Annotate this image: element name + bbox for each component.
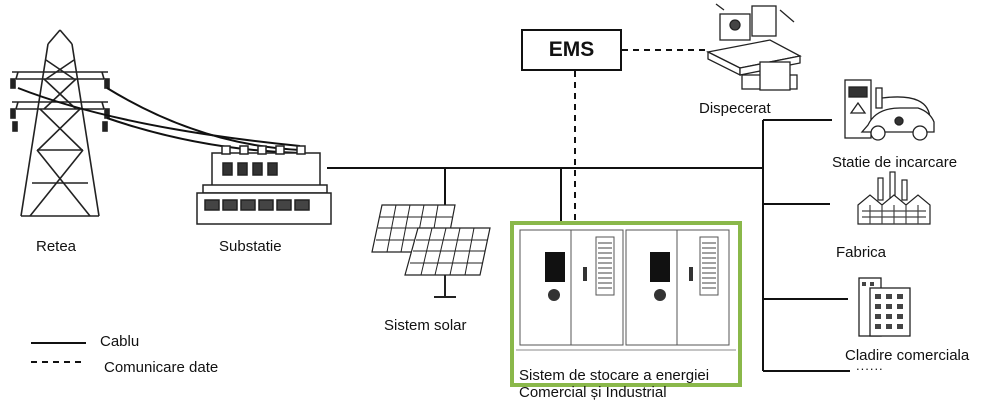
charging-station-icon bbox=[844, 79, 935, 141]
cable-lines bbox=[327, 119, 850, 372]
sistem-solar-label: Sistem solar bbox=[384, 317, 467, 334]
legend-cable-label: Cablu bbox=[100, 333, 140, 350]
power-line-wires bbox=[17, 87, 301, 154]
office-building-icon bbox=[858, 277, 911, 337]
energy-storage-cabinet-icon bbox=[510, 221, 742, 387]
ems-node: EMS bbox=[521, 29, 622, 71]
solar-panel-icon bbox=[371, 204, 491, 298]
substatie-label: Substatie bbox=[219, 238, 282, 255]
dispecerat-label: Dispecerat bbox=[699, 100, 771, 117]
storage-label-line2: Comercial și Industrial bbox=[519, 384, 667, 401]
legend-data-label: Comunicare date bbox=[104, 359, 219, 376]
cladire-comerciala-label: Cladire comerciala bbox=[845, 347, 970, 364]
more-loads-label: ...... bbox=[856, 358, 884, 373]
substation-icon bbox=[196, 145, 332, 225]
factory-icon bbox=[857, 171, 931, 225]
dispatch-desk-icon bbox=[705, 3, 802, 91]
ems-label: EMS bbox=[548, 38, 595, 61]
retea-label: Retea bbox=[36, 238, 77, 255]
fabrica-label: Fabrica bbox=[836, 244, 887, 261]
storage-label-line1: Sistem de stocare a energiei bbox=[519, 367, 710, 384]
transmission-tower-icon bbox=[10, 29, 110, 217]
statie-incarcare-label: Statie de incarcare bbox=[832, 154, 958, 171]
data-lines bbox=[574, 49, 708, 222]
